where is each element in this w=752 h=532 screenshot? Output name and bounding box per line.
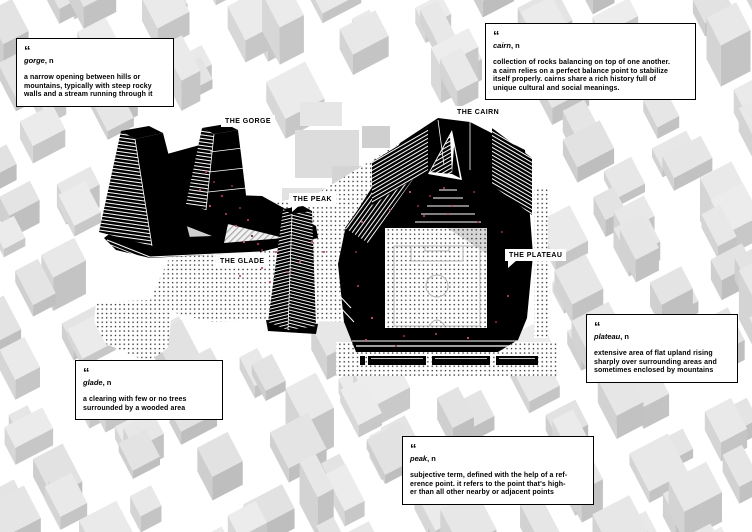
soccer-field [385, 228, 487, 328]
label-pointer-icon [292, 204, 301, 212]
quote-icon: “ [594, 319, 601, 334]
definition-body: subjective term, defined with the help o… [410, 472, 568, 497]
quote-icon: “ [24, 43, 31, 58]
quote-icon: “ [493, 28, 500, 43]
map-label-the-glade: THE GLADE [216, 255, 269, 267]
map-label-the-plateau: THE PLATEAU [505, 249, 567, 268]
definition-box-plateau: “ plateau, n extensive area of flat upla… [586, 314, 738, 383]
map-label-text: THE GORGE [225, 117, 272, 125]
people-specks [198, 170, 514, 348]
definition-box-peak: “ peak, n subjective term, defined with … [402, 436, 594, 505]
map-label-the-gorge: THE GORGE [221, 115, 276, 127]
peak-tower [266, 206, 318, 334]
definition-body: a narrow opening between hills or mounta… [24, 74, 153, 99]
definition-term: gorge, n [24, 56, 54, 65]
definition-body: extensive area of flat upland rising sha… [594, 350, 717, 375]
map-label-text: THE PLATEAU [509, 251, 563, 259]
definition-term: glade, n [83, 378, 112, 387]
definition-box-gorge: “ gorge, n a narrow opening between hill… [16, 38, 174, 107]
quote-icon: “ [410, 441, 417, 456]
label-pointer-icon [508, 260, 517, 268]
definition-box-cairn: “ cairn, n collection of rocks balancing… [485, 23, 696, 101]
definition-term: peak, n [410, 454, 436, 463]
definition-term: plateau, n [594, 332, 630, 341]
gorge-building [99, 124, 318, 262]
definition-term: cairn, n [493, 41, 520, 50]
map-label-text: THE PEAK [293, 195, 332, 203]
map-label-text: THE GLADE [220, 257, 265, 265]
definition-body: a clearing with few or no trees surround… [83, 396, 187, 412]
definition-body: collection of rocks balancing on top of … [493, 59, 671, 92]
definition-box-glade: “ glade, n a clearing with few or no tre… [75, 360, 223, 421]
map-label-the-cairn: THE CAIRN [453, 106, 504, 118]
map-label-text: THE CAIRN [457, 108, 500, 116]
quote-icon: “ [83, 365, 90, 380]
map-label-the-peak: THE PEAK [289, 193, 336, 212]
